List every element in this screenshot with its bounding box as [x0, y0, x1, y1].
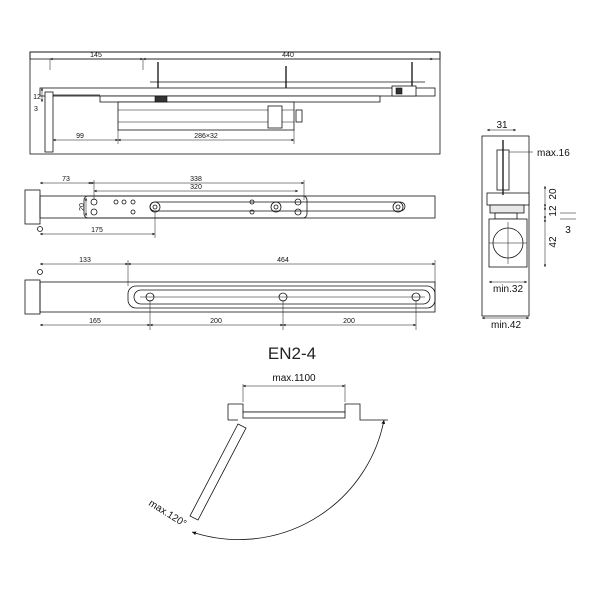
dim-3-end: 3: [565, 225, 571, 236]
bottom-view-track: [127, 285, 436, 309]
dim-min42: min.42: [491, 320, 521, 331]
dim-20-top: 20: [79, 203, 86, 211]
dim-max16: max.16: [537, 148, 570, 159]
dim-133: 133: [79, 257, 91, 264]
dim-31: 31: [496, 120, 508, 131]
swing-wall: [228, 403, 388, 421]
top-view-closer-plate: [83, 195, 308, 219]
dim-3: 3: [34, 106, 38, 113]
dim-338: 338: [190, 176, 202, 183]
side-view: 145 440 12 3 99 286×32: [29, 51, 441, 155]
angle-label: max.120°: [146, 498, 188, 530]
dim-12-end: 12: [548, 205, 559, 217]
dim-12: 12: [33, 94, 41, 101]
swing-diagram: max.1100 max.120°: [146, 373, 388, 540]
side-view-rail-lower: [99, 95, 381, 103]
model-title: EN2-4: [268, 344, 316, 363]
top-view-slot: [149, 201, 406, 212]
bottom-view-pivot: [37, 269, 43, 275]
top-view-pivot: [37, 226, 43, 232]
dim-73: 73: [62, 176, 70, 183]
top-view-mount-block: [24, 189, 41, 225]
dim-99: 99: [76, 133, 84, 140]
dim-200-a: 200: [210, 318, 222, 325]
dim-175: 175: [91, 227, 103, 234]
top-view: 73 338 320 20 175: [24, 176, 436, 238]
dim-145: 145: [90, 52, 102, 59]
dim-200-b: 200: [343, 318, 355, 325]
swing-arc: [191, 419, 386, 540]
dim-440: 440: [282, 52, 294, 59]
dim-286x32: 286×32: [194, 133, 218, 140]
dim-20-end: 20: [548, 188, 559, 200]
dim-320: 320: [190, 184, 202, 191]
bottom-view: 133 464 165 200 200: [24, 257, 436, 330]
side-view-closer-body: [117, 101, 295, 131]
end-view: 31 max.16 20 12 42 3 min.32 min.42: [481, 120, 576, 331]
bottom-view-mount-block: [24, 279, 41, 315]
door-leaf-open: [189, 423, 247, 521]
dim-165: 165: [89, 318, 101, 325]
dim-min32: min.32: [493, 284, 523, 295]
end-view-frame: [481, 135, 530, 317]
dim-464: 464: [277, 257, 289, 264]
dim-max1100: max.1100: [272, 373, 316, 384]
top-view-rail: [39, 195, 436, 219]
dim-42-end: 42: [548, 236, 559, 248]
door-leaf-closed: [242, 411, 346, 419]
